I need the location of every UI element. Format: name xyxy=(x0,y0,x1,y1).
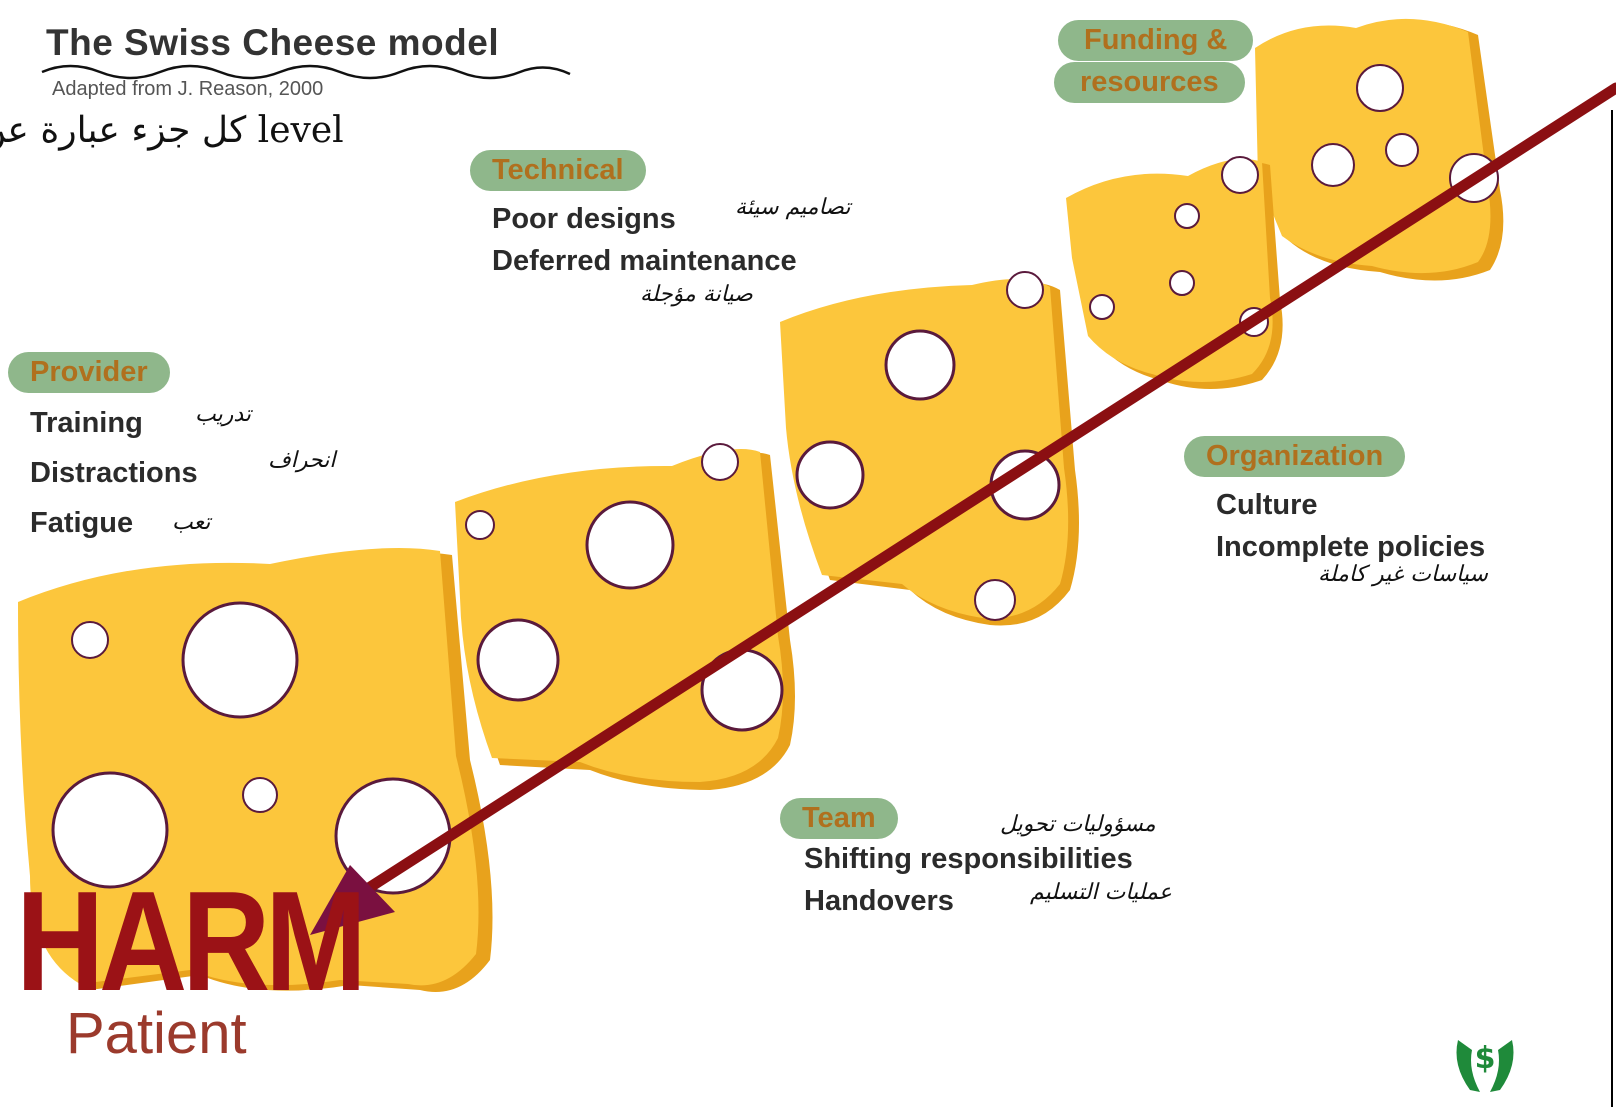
cheese-slice-team xyxy=(455,444,795,790)
technical-note: صيانة مؤجلة xyxy=(640,282,753,307)
provider-item: Training xyxy=(30,402,198,444)
team-item: Shifting responsibilities xyxy=(804,838,1133,880)
technical-note: تصاميم سيئة xyxy=(735,195,850,220)
provider-note: تعب xyxy=(172,510,210,535)
cheese-slice-technical xyxy=(780,272,1079,626)
organization-item: Culture xyxy=(1216,484,1485,526)
provider-note: تدريب xyxy=(195,402,251,427)
handwritten-note-arabic: كل جزء عبارة عن level xyxy=(0,110,344,151)
technical-label: Technical xyxy=(470,150,646,191)
team-note: مسؤوليات تحويل xyxy=(1000,812,1156,837)
hands-dollar-logo-icon: $ xyxy=(1450,1020,1520,1100)
organization-items: Culture Incomplete policies xyxy=(1216,484,1485,568)
organization-label: Organization xyxy=(1184,436,1405,477)
svg-text:$: $ xyxy=(1475,1041,1496,1076)
cheese-slice-organization xyxy=(1066,157,1283,389)
provider-note: انحراف xyxy=(268,448,336,473)
provider-label: Provider xyxy=(8,352,170,393)
provider-item: Distractions xyxy=(30,452,198,494)
patient-label: Patient xyxy=(66,1000,247,1067)
funding-label-line2: resources xyxy=(1054,62,1245,103)
technical-item: Deferred maintenance xyxy=(492,240,797,282)
team-note: عمليات التسليم xyxy=(1030,880,1172,905)
organization-note: سياسات غير كاملة xyxy=(1318,562,1488,587)
funding-label-line1: Funding & xyxy=(1058,20,1253,61)
diagram-subtitle: Adapted from J. Reason, 2000 xyxy=(52,78,323,101)
handwritten-underline xyxy=(42,66,570,78)
team-label: Team xyxy=(780,798,898,839)
diagram-title: The Swiss Cheese model xyxy=(46,22,499,64)
